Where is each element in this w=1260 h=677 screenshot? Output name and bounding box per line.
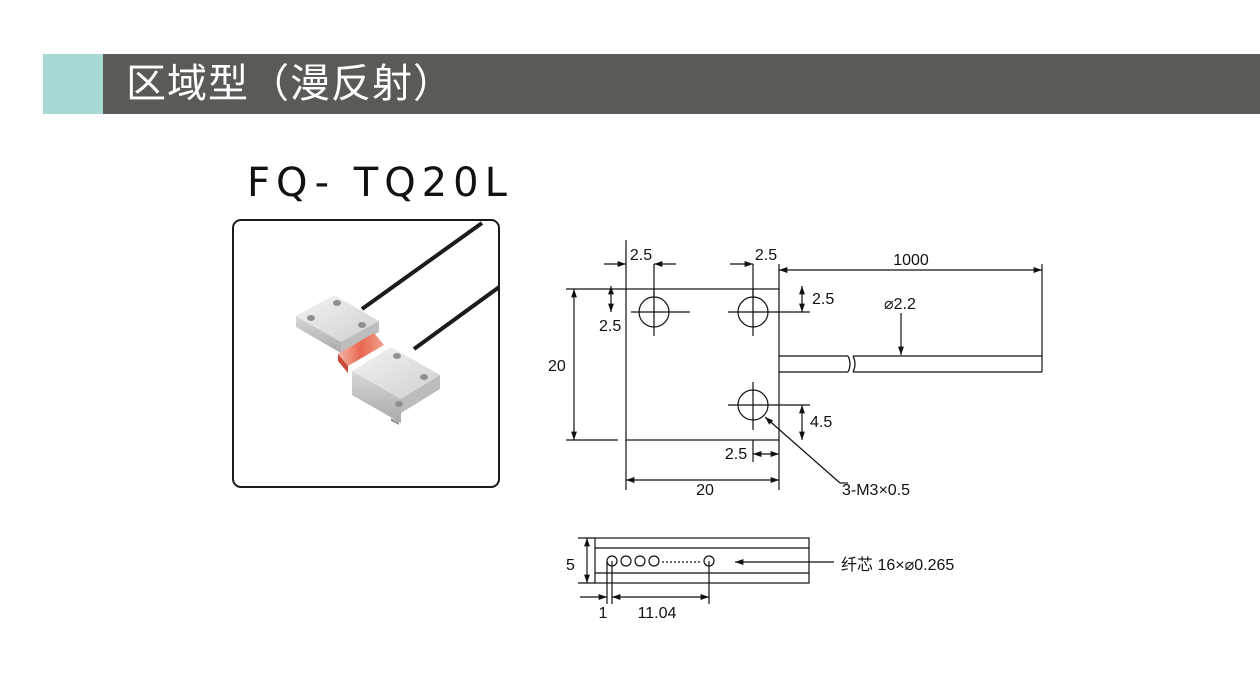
page-title: 区域型（漫反射）	[126, 61, 454, 107]
product-photo	[232, 219, 500, 488]
hole-spec-note: 3-M3×0.5	[842, 482, 910, 499]
dim-first-core-offset: 1	[599, 605, 608, 622]
fiber-core-note: 纤芯 16×⌀0.265	[841, 556, 954, 574]
product-model-title: FQ- TQ20L	[247, 160, 513, 206]
dim-body-height: 20	[548, 358, 566, 375]
dim-core-span: 11.04	[638, 605, 677, 622]
dim-cable-length: 1000	[893, 252, 929, 269]
mounting-hole-bottom	[728, 382, 810, 430]
dim-cable-diameter: ⌀2.2	[884, 296, 916, 313]
fiber-core-dots	[606, 555, 715, 567]
dim-hole-bottom-y: 4.5	[810, 414, 832, 431]
dim-side-thickness: 5	[566, 557, 575, 574]
dim-body-width: 20	[696, 482, 714, 499]
lens-window	[338, 333, 384, 366]
fiber-sensor-head-photo-icon	[296, 221, 498, 425]
dim-hole-left-x: 2.5	[630, 247, 652, 264]
dim-hole-top-right-y: 2.5	[812, 291, 834, 308]
dim-hole-bottom-x: 2.5	[725, 446, 747, 463]
mounting-hole-top-right	[728, 289, 810, 336]
sensor-block-upper	[296, 295, 379, 353]
side-view-outline	[594, 537, 810, 584]
dim-hole-top-left-y: 2.5	[599, 318, 621, 335]
cable-upper	[360, 221, 484, 311]
header-bar	[103, 54, 1260, 114]
cable-lower	[412, 285, 498, 351]
sensor-body-outline	[625, 288, 780, 441]
sensor-block-lower	[352, 347, 440, 425]
mounting-hole-top-left	[631, 289, 690, 336]
header-accent	[43, 54, 103, 114]
cable-outline	[779, 355, 1043, 373]
dim-hole-right-x: 2.5	[755, 247, 777, 264]
